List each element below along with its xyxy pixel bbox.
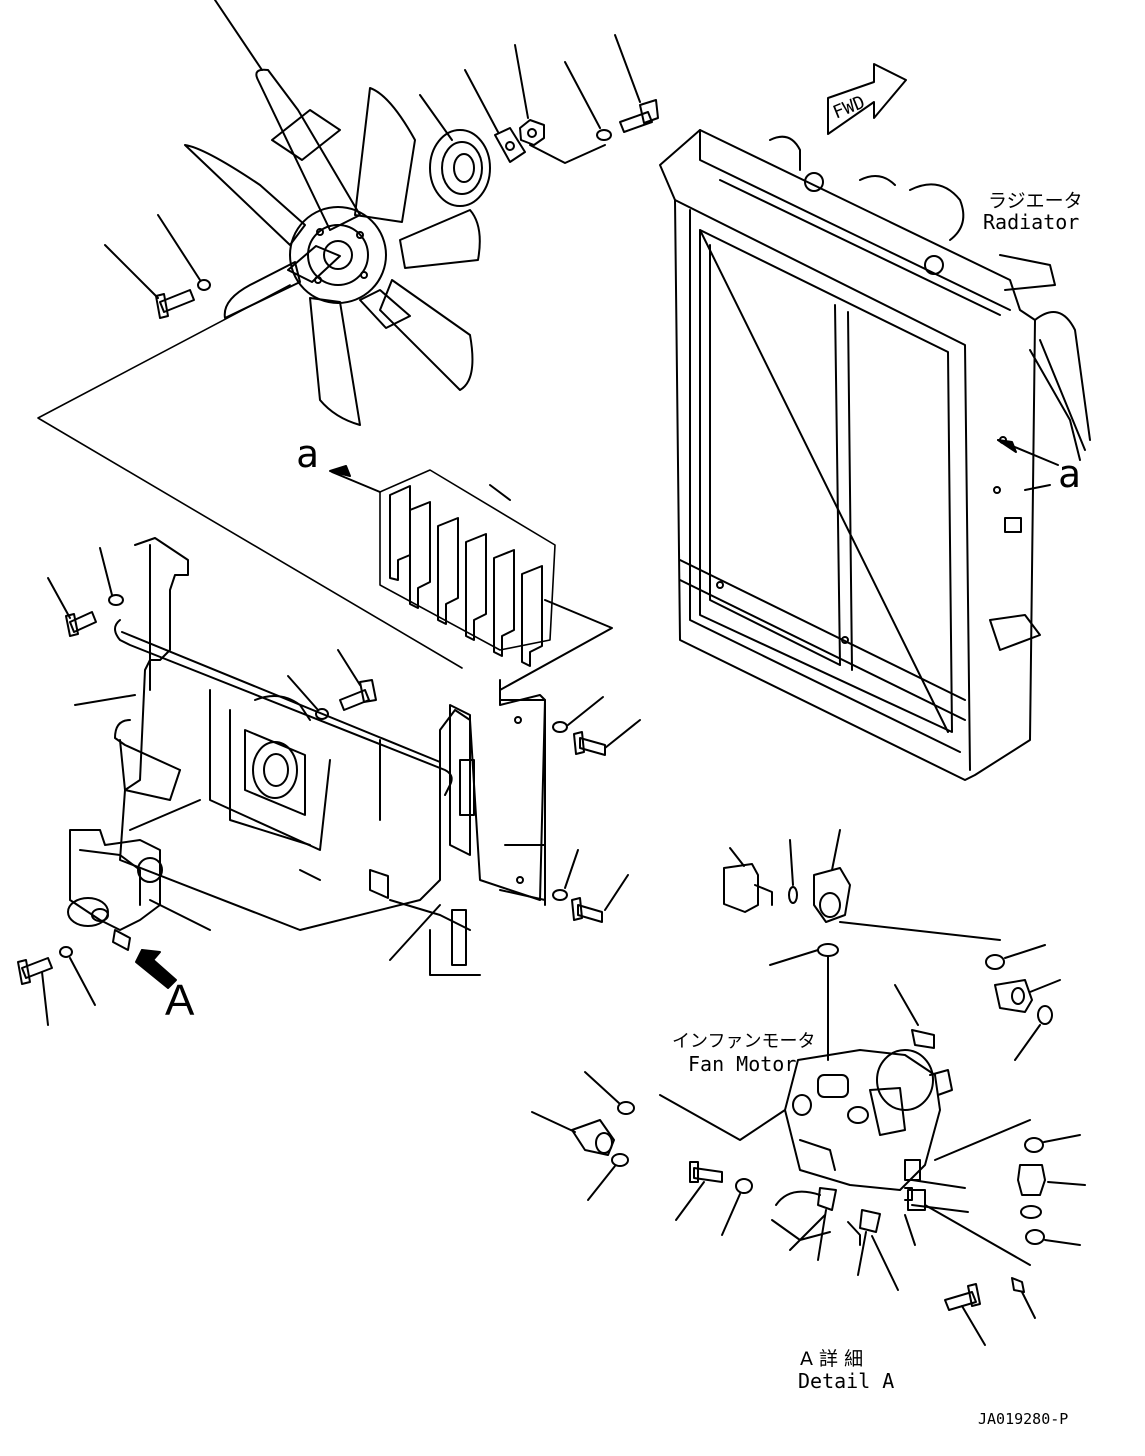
detail-fitting-top-left: [723, 847, 773, 913]
fan-lock-washer: [564, 61, 612, 141]
detail-oring-top: [788, 839, 798, 904]
detail-oring-mid: [769, 943, 839, 1061]
ref-a-left-label: a: [296, 432, 319, 476]
shim-set: [379, 469, 613, 691]
fan-motor-label-jp: インファンモータ: [672, 1031, 816, 1052]
mount-bolt-bottom: [17, 946, 96, 1026]
detail-straight-fitting: [1017, 1164, 1086, 1219]
detail-oring-right-top: [985, 944, 1046, 970]
bracket-bolt-top-left: [47, 547, 124, 637]
detail-oring-right-bottom: [1025, 1229, 1081, 1246]
ref-a-left-arrow: [329, 465, 381, 493]
fan-nut: [514, 44, 545, 146]
detail-bolt: [675, 1161, 723, 1221]
detail-washer: [721, 1178, 753, 1236]
fan-bolt: [529, 34, 659, 164]
fan-bolt-left: [104, 214, 211, 319]
drawing-number: JA019280-P: [978, 1410, 1069, 1428]
bracket-bolt-right-upper: [552, 696, 641, 756]
detail-small-bracket: [904, 1179, 969, 1246]
fan-spacer: [419, 94, 491, 207]
detail-clamp-left: [771, 1187, 837, 1261]
detail-bolt-bottom: [944, 1277, 1036, 1346]
cooling-fan: [184, 0, 481, 426]
ref-a-right-arrow: [997, 439, 1059, 466]
detail-cap: [894, 984, 935, 1049]
bracket-bolt-right-lower: [552, 849, 629, 923]
radiator-label-en: Radiator: [983, 210, 1080, 234]
view-a-label: A: [165, 976, 195, 1025]
detail-oring-right-mid: [1014, 1005, 1053, 1061]
detail-union-right: [994, 979, 1061, 1013]
detail-label-jp: A 詳 細: [800, 1348, 864, 1370]
fan-bracket: [74, 537, 546, 976]
detail-elbow-left: [531, 1111, 615, 1156]
ref-a-right-label: a: [1058, 452, 1081, 496]
detail-elbow-top: [813, 829, 1001, 941]
fan-motor-label-en: Fan Motor: [688, 1052, 797, 1076]
fwd-arrow: [827, 63, 907, 135]
view-a-arrow: [135, 949, 177, 989]
detail-oring-left-top: [584, 1071, 635, 1115]
detail-oring-left-bottom: [587, 1153, 629, 1201]
bracket-bolt-center: [287, 649, 377, 720]
detail-clamp-right: [847, 1209, 899, 1291]
radiator-label-jp: ラジエータ: [988, 190, 1083, 212]
detail-oring-right-lower: [1024, 1134, 1081, 1153]
radiator: [659, 129, 1091, 781]
detail-label-en: Detail A: [798, 1369, 895, 1393]
fan-motor-mounted: [67, 799, 211, 951]
fan-motor-detail: [659, 1049, 1031, 1266]
fan-washer-plate: [464, 69, 526, 163]
